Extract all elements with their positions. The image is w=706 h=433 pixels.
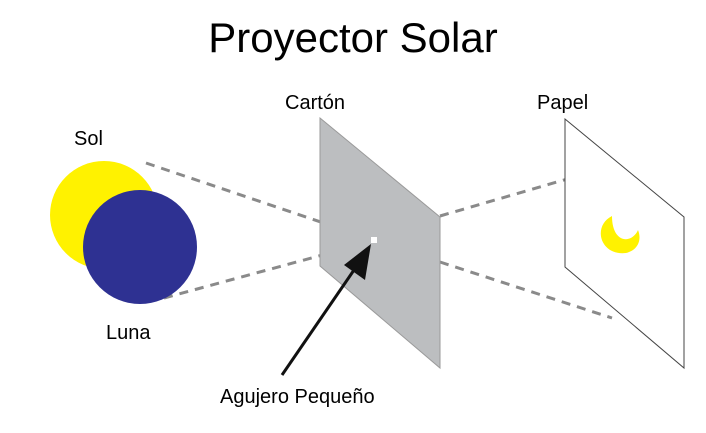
pointer-arrow-head (344, 244, 371, 280)
moon-disc (83, 190, 197, 304)
pinhole-label: Agujero Pequeño (220, 386, 375, 408)
cardboard-label: Cartón (285, 92, 346, 114)
pointer-arrow-shaft (280, 269, 356, 376)
paper-label: Papel (537, 92, 589, 114)
pinhole (371, 237, 377, 243)
cardboard-panel (319, 116, 441, 370)
crescent-image (600, 216, 640, 254)
diagram-title: Proyector Solar (208, 14, 498, 61)
sun-label: Sol (74, 128, 103, 150)
moon-label: Luna (106, 322, 151, 344)
ray-hole-to-paper-bottom (439, 260, 613, 320)
